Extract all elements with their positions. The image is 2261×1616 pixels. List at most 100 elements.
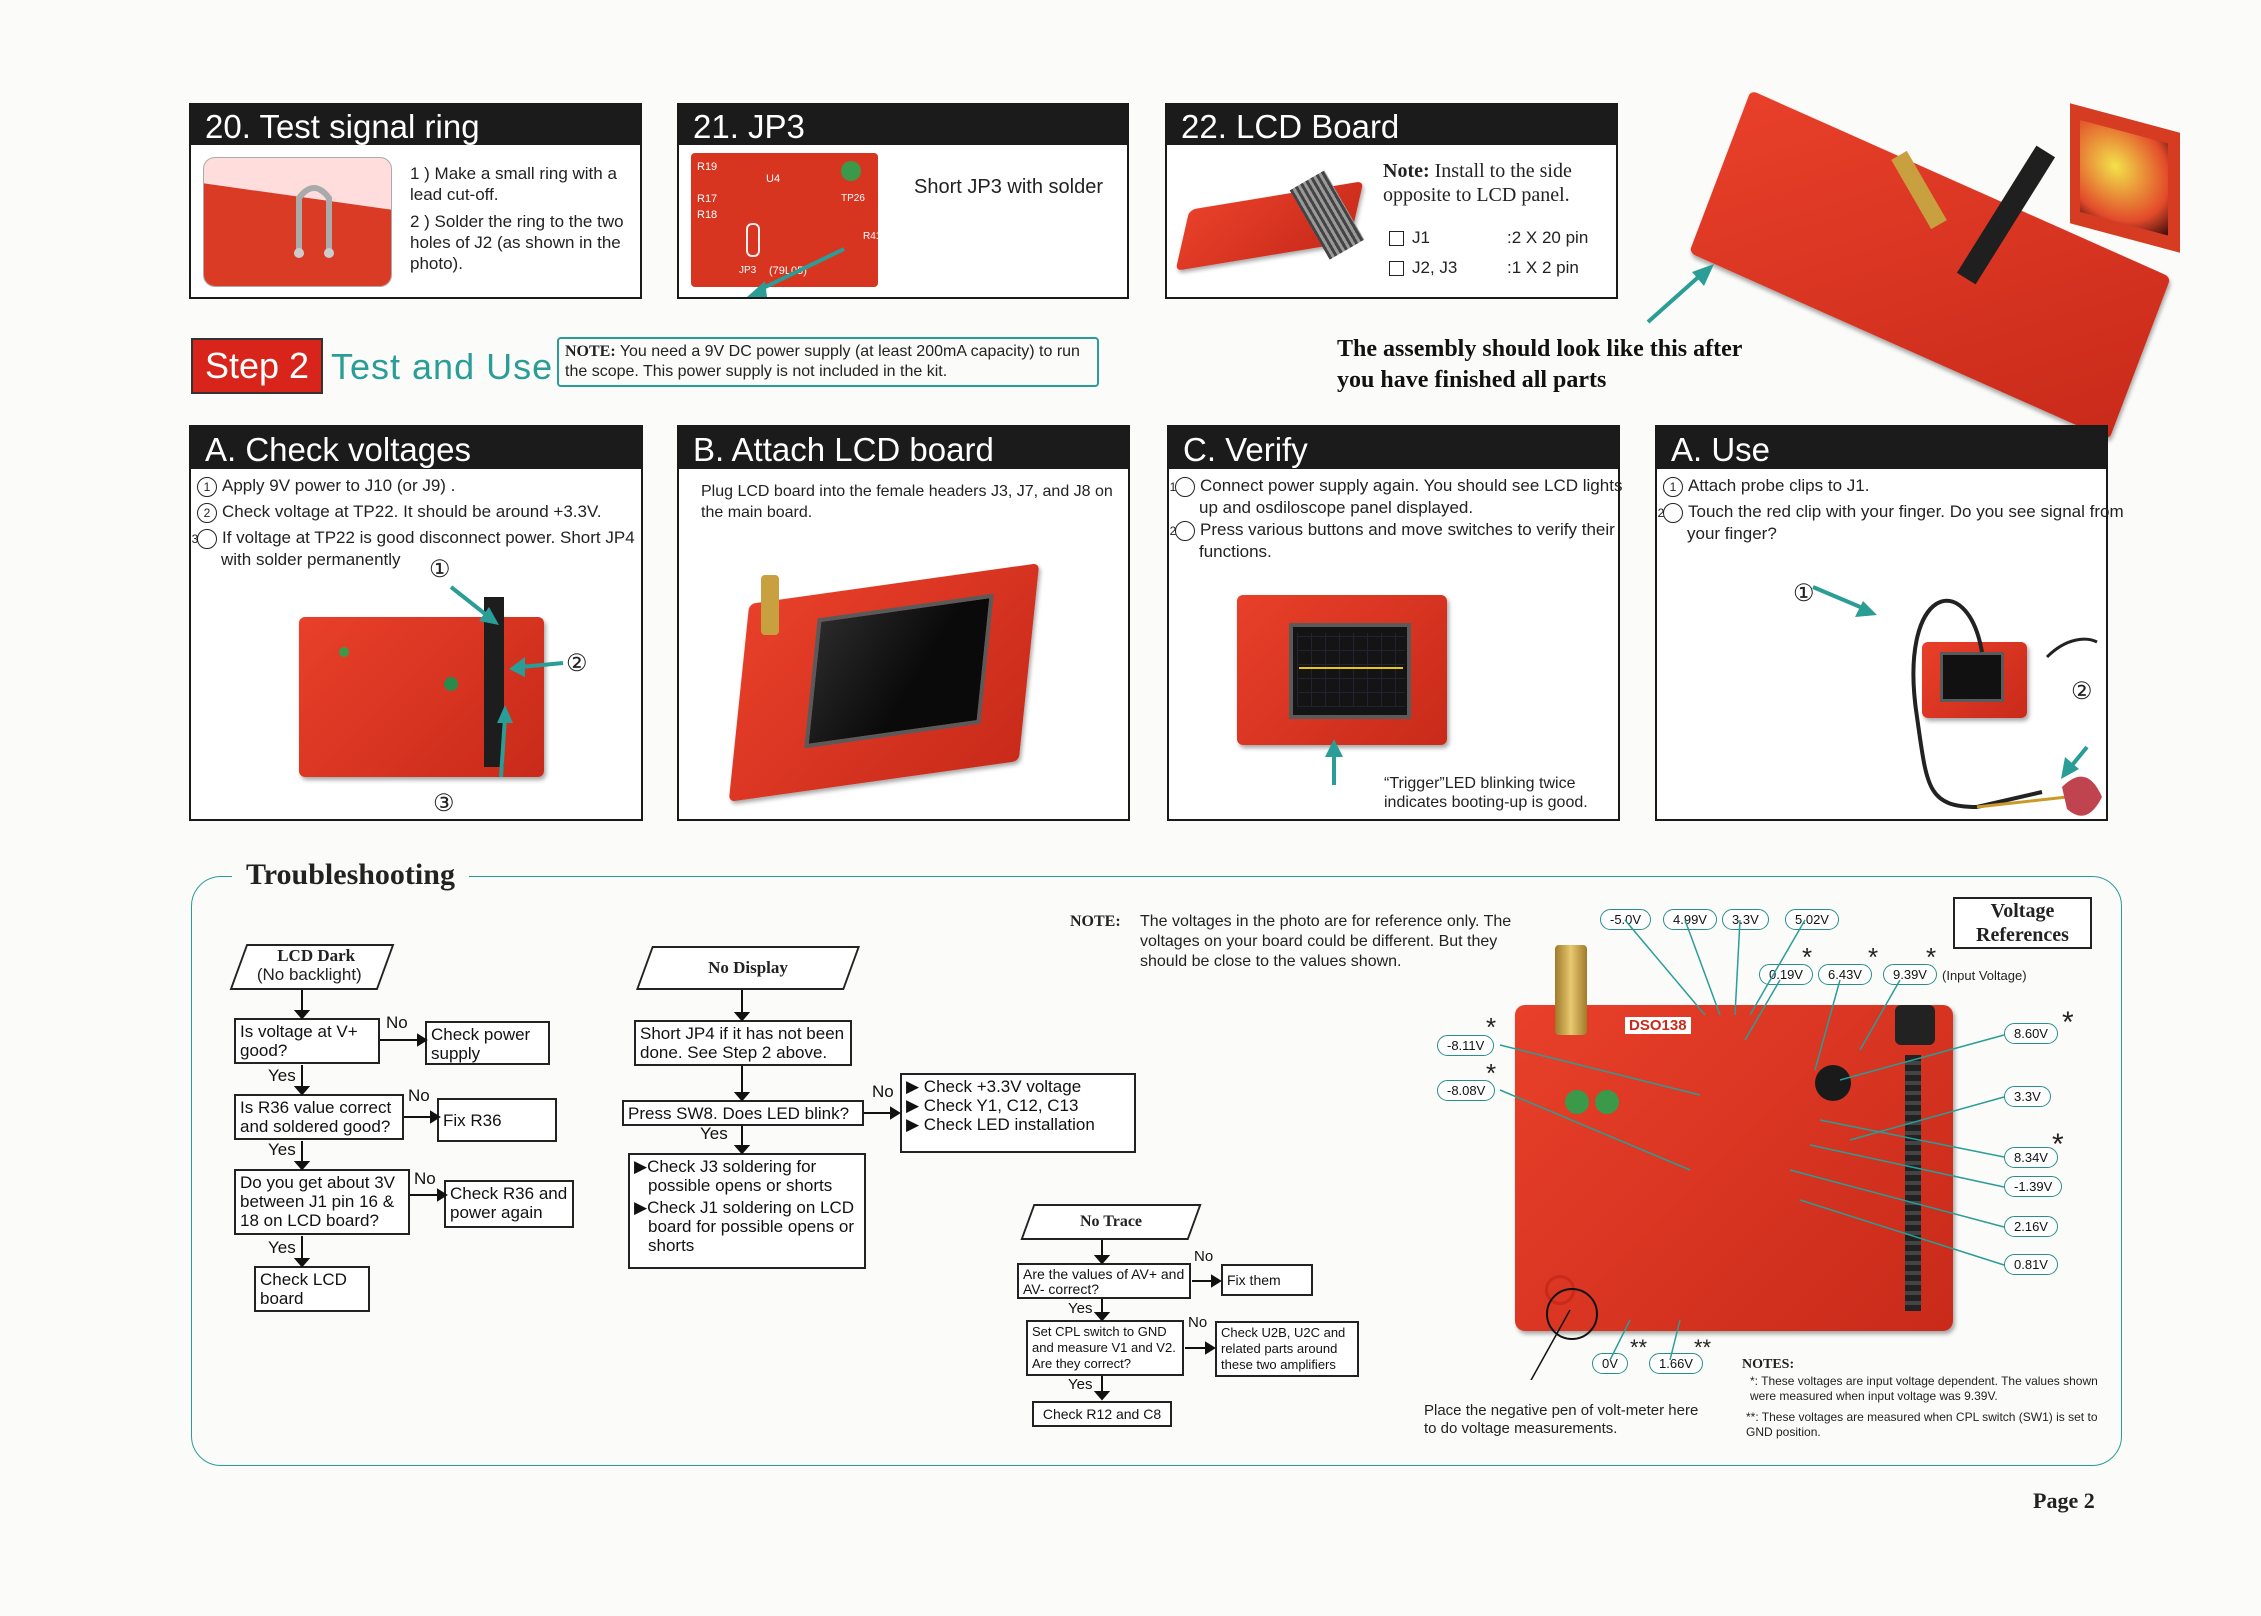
- a-fix-r36: Fix R36: [437, 1098, 557, 1142]
- no-label: No: [386, 1013, 408, 1032]
- arrow-icon: [1325, 739, 1343, 785]
- voltage-label: 0.19V: [1759, 964, 1813, 985]
- troubleshooting-title: Troubleshooting: [232, 858, 469, 892]
- step-2-badge: Step 2: [191, 338, 323, 394]
- asterisk-icon: *: [1926, 942, 1937, 972]
- yes-label: Yes: [700, 1124, 728, 1143]
- voltage-label: 2.16V: [2004, 1216, 2058, 1237]
- panel-title: 22. LCD Board: [1167, 105, 1616, 145]
- yes-label: Yes: [1068, 1376, 1093, 1393]
- no-led-actions: ▶ Check +3.3V voltage ▶ Check Y1, C12, C…: [900, 1073, 1136, 1153]
- assembled-board-photo: [1689, 90, 2200, 440]
- panel-test-signal-ring: 20. Test signal ring 1 ) Make a small ri…: [189, 103, 642, 299]
- voltage-label: 1.66V: [1649, 1353, 1703, 1374]
- probe-cable-icon: [1812, 585, 2102, 816]
- jp3-instruction: Short JP3 with solder: [914, 176, 1103, 198]
- notes-label: NOTES:: [1742, 1357, 1795, 1372]
- no-label: No: [414, 1169, 436, 1188]
- step-2-title: Test and Use: [331, 346, 554, 387]
- q-press-sw8: Press SW8. Does LED blink?: [622, 1100, 864, 1126]
- part-spec: :2 X 20 pin: [1507, 228, 1589, 247]
- voltage-label: 8.60V: [2004, 1023, 2058, 1044]
- troubleshooting-frame: [191, 876, 2122, 1466]
- q-voltage-v-plus: Is voltage at V+ good?: [234, 1018, 380, 1064]
- leader-lines: [1499, 919, 2005, 1380]
- no-label: No: [872, 1082, 894, 1101]
- ring-photo: [203, 157, 392, 287]
- no-trace-header: No Trace: [1020, 1204, 1202, 1240]
- ring-step-2: 2 ) Solder the ring to the two holes of …: [410, 212, 624, 273]
- yes-led-actions: ▶Check J3 soldering for possible opens o…: [628, 1153, 866, 1269]
- checkbox[interactable]: [1389, 261, 1404, 277]
- callout-1: ①: [1793, 580, 1815, 607]
- yes-label: Yes: [268, 1140, 296, 1159]
- checkbox[interactable]: [1389, 231, 1404, 247]
- voltage-label: 3.3V: [2004, 1086, 2051, 1107]
- arrow-icon: [1646, 264, 1714, 324]
- q-r36-value: Is R36 value correct and soldered good?: [234, 1094, 404, 1140]
- power-supply-note: NOTE: You need a 9V DC power supply (at …: [557, 337, 1099, 387]
- a-check-r12-c8: Check R12 and C8: [1032, 1401, 1172, 1427]
- callout-3: ③: [433, 790, 455, 817]
- a-check-lcd-board: Check LCD board: [254, 1266, 370, 1312]
- asterisk-icon: *: [2062, 1006, 2074, 1039]
- voltage-label: -8.11V: [1437, 1035, 1495, 1056]
- probe-note: Place the negative pen of volt-meter her…: [1424, 1402, 1699, 1437]
- flow-arrows: [293, 990, 448, 1268]
- q-av-values: Are the values of AV+ and AV- correct?: [1017, 1263, 1191, 1299]
- voltage-label: 6.43V: [1818, 964, 1872, 985]
- input-voltage-label: (Input Voltage): [1942, 968, 2027, 983]
- note-single-asterisk: *: These voltages are input voltage depe…: [1750, 1374, 2098, 1403]
- asterisk-icon: *: [1802, 942, 1813, 972]
- callout-2: ②: [566, 650, 588, 677]
- a-short-jp4: Short JP4 if it has not been done. See S…: [634, 1020, 852, 1066]
- panel-title: 20. Test signal ring: [191, 105, 640, 145]
- lcd-note: Note: Install to the side opposite to LC…: [1383, 160, 1572, 206]
- a-check-u2b-u2c: Check U2B, U2C and related parts around …: [1215, 1321, 1359, 1377]
- lcd-attached-photo: [728, 563, 1040, 802]
- asterisk-icon: **: [1694, 1335, 1712, 1360]
- gnd-probe-circle: [1546, 1288, 1598, 1340]
- voltage-label: -1.39V: [2004, 1176, 2063, 1197]
- assembly-caption: The assembly should look like this after…: [1337, 336, 1742, 393]
- panel-title: B. Attach LCD board: [679, 427, 1128, 469]
- voltage-label: 0V: [1592, 1353, 1628, 1374]
- voltage-note: NOTE: The voltages in the photo are for …: [1070, 913, 1512, 970]
- callout-1: ①: [429, 556, 451, 583]
- arrow-icon: [747, 247, 845, 297]
- panel-title: A. Use: [1657, 427, 2106, 469]
- callout-2: ②: [2071, 678, 2093, 705]
- part-spec: :1 X 2 pin: [1507, 258, 1579, 277]
- asterisk-icon: *: [1868, 942, 1879, 972]
- voltage-label: 4.99V: [1663, 909, 1717, 930]
- no-label: No: [408, 1086, 430, 1105]
- arrow-icon: [449, 585, 564, 777]
- part-row-j1: J1: [1389, 227, 1430, 248]
- flow-arrows: [733, 990, 901, 1155]
- voltage-label: 9.39V: [1883, 964, 1937, 985]
- a-check-power-supply: Check power supply: [425, 1021, 550, 1065]
- asterisk-icon: *: [2052, 1128, 2064, 1161]
- a-check-r36-power: Check R36 and power again: [444, 1180, 574, 1228]
- asterisk-icon: **: [1630, 1335, 1648, 1360]
- q-cpl-gnd: Set CPL switch to GND and measure V1 and…: [1026, 1320, 1184, 1376]
- yes-label: Yes: [1068, 1300, 1093, 1317]
- page-number: Page 2: [2033, 1488, 2095, 1513]
- lcd-dark-header: LCD Dark (No backlight): [229, 944, 395, 990]
- part-row-j2-j3: J2, J3: [1389, 257, 1457, 278]
- panel-attach-lcd-board: B. Attach LCD board Plug LCD board into …: [677, 425, 1130, 821]
- voltage-label: 8.34V: [2004, 1147, 2058, 1168]
- voltage-references-title: Voltage References: [1953, 897, 2092, 949]
- panel-title: 21. JP3: [679, 105, 1127, 145]
- no-label: No: [1194, 1248, 1214, 1265]
- ring-step-1: 1 ) Make a small ring with a lead cut-of…: [410, 164, 617, 204]
